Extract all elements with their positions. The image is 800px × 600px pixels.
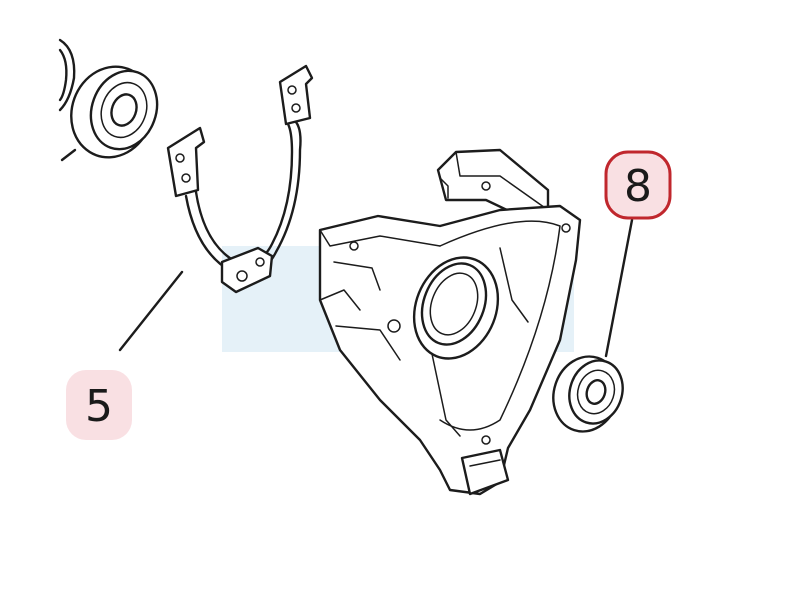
bearing-part-8 [552, 355, 624, 433]
bearing-partial-left [58, 38, 76, 112]
leader-line-8 [604, 218, 634, 358]
bracket-part-5 [166, 64, 314, 294]
callout-5-label: 5 [85, 381, 113, 432]
callout-5: 5 [66, 370, 132, 440]
leader-line-5 [118, 270, 184, 352]
callout-5-badge [66, 370, 132, 440]
gear-housing [318, 148, 582, 496]
callout-8-badge [604, 150, 672, 220]
bearing-upper [60, 65, 159, 162]
callout-8-label: 8 [624, 161, 652, 212]
callout-8: 8 [604, 150, 672, 220]
